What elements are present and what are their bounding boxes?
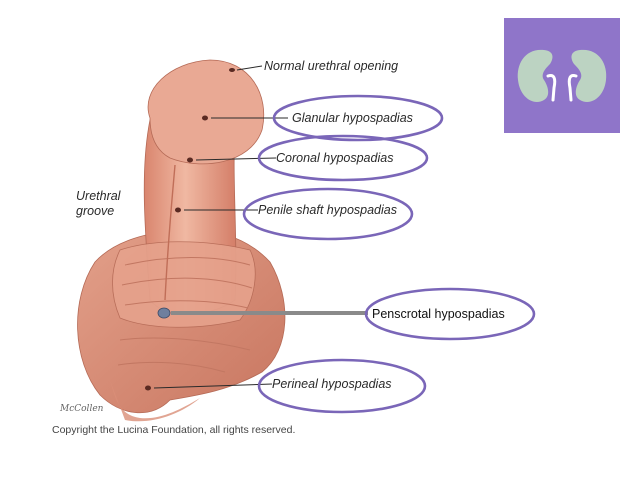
label-urethral-groove: Urethral groove: [76, 189, 120, 219]
perineal-opening-dot: [145, 385, 151, 391]
kidney-panel: [504, 18, 620, 133]
coronal-opening-dot: [187, 157, 193, 163]
label-perineal: Perineal hypospadias: [272, 377, 392, 391]
shaft-opening-dot: [175, 207, 181, 213]
copyright-notice: Copyright the Lucina Foundation, all rig…: [52, 424, 296, 436]
highlight-coronal: [257, 134, 429, 182]
highlight-penoscrotal: [364, 287, 536, 341]
glans-shape: [147, 59, 265, 165]
leader-perineal: [153, 383, 273, 389]
highlight-shaft: [242, 187, 414, 241]
perineum-shape: [110, 380, 200, 422]
fold-line: [121, 277, 253, 289]
right-ureter: [567, 74, 578, 102]
fold-line: [119, 337, 251, 351]
right-kidney-shape: [571, 49, 607, 102]
label-coronal: Coronal hypospadias: [276, 151, 394, 165]
label-glanular: Glanular hypospadias: [292, 111, 413, 125]
kidneys-icon: [517, 49, 607, 102]
left-kidney-shape: [517, 49, 553, 102]
normal-opening-dot: [229, 68, 235, 72]
label-urethral-groove-line1: Urethral: [76, 189, 121, 203]
penoscrotal-opening-dot: [157, 307, 171, 319]
highlight-perineal: [257, 358, 427, 414]
glanular-opening-dot: [202, 115, 208, 121]
fold-line: [117, 361, 226, 373]
foreskin-folds: [112, 241, 256, 328]
label-urethral-groove-line2: groove: [76, 204, 115, 218]
urethral-groove-line: [164, 164, 176, 301]
highlight-glanular: [272, 94, 444, 142]
left-ureter: [546, 74, 557, 102]
fold-line: [124, 257, 251, 266]
label-shaft: Penile shaft hypospadias: [258, 203, 397, 217]
fold-line: [124, 300, 249, 309]
label-penoscrotal: Penscrotal hypospadias: [372, 307, 505, 321]
leader-normal: [236, 65, 263, 71]
leader-coronal: [195, 157, 277, 161]
label-normal-opening: Normal urethral opening: [264, 59, 399, 73]
artist-signature: McCollen: [60, 404, 104, 414]
